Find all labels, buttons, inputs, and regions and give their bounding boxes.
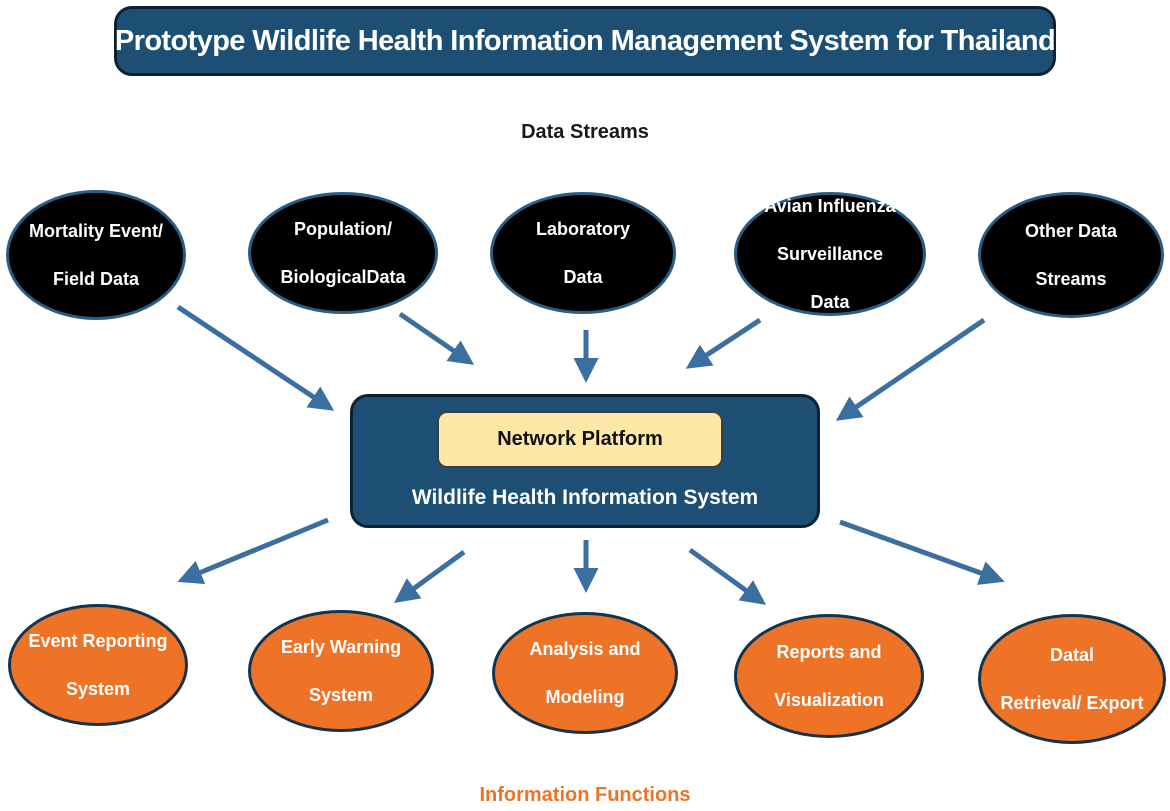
stream-population-biological: Population/ BiologicalData — [248, 192, 438, 314]
function-analysis-modeling: Analysis and Modeling — [492, 612, 678, 734]
system-label: Wildlife Health Information System — [411, 486, 759, 509]
function-early-warning: Early Warning System — [248, 610, 434, 732]
arrow-population-to-system — [398, 311, 475, 365]
stream-avian-influenza: Avian Influenza Surveillance Data — [734, 192, 926, 316]
stream-other-data: Other Data Streams — [978, 192, 1164, 318]
stream-line: Surveillance — [776, 244, 884, 264]
function-line: Visualization — [774, 690, 884, 710]
arrow-system-to-data-retrieval — [839, 519, 1005, 585]
network-platform-box: Network Platform — [437, 411, 723, 468]
stream-line: Data — [810, 292, 850, 312]
function-line: Reports and — [776, 642, 882, 662]
function-line: Retrieval/ Export — [1000, 693, 1144, 713]
stream-line: Avian Influenza — [764, 196, 896, 216]
function-reports-visualization: Reports and Visualization — [734, 614, 924, 738]
stream-line: Laboratory — [535, 219, 631, 239]
function-line: Early Warning — [280, 637, 402, 657]
stream-line: Field Data — [52, 269, 140, 289]
function-line: Modeling — [545, 687, 625, 707]
stream-line: Streams — [1035, 269, 1107, 289]
stream-line: Other Data — [1024, 221, 1118, 241]
function-line: Analysis and — [529, 639, 641, 659]
diagram-title: Prototype Wildlife Health Information Ma… — [114, 6, 1056, 76]
arrow-system-to-early-warning — [393, 549, 466, 603]
arrow-avian-to-system — [685, 317, 762, 369]
stream-laboratory: Laboratory Data — [490, 192, 676, 314]
function-line: System — [65, 679, 131, 699]
function-event-reporting: Event Reporting System — [8, 604, 188, 726]
stream-line: Data — [563, 267, 603, 287]
stream-line: Mortality Event/ — [28, 221, 164, 241]
data-streams-label: Data Streams — [521, 121, 649, 143]
function-data-retrieval-export: Datal Retrieval/ Export — [978, 614, 1166, 744]
function-line: System — [308, 685, 374, 705]
arrow-mortality-to-system — [176, 304, 335, 411]
arrow-system-to-event-reporting — [177, 517, 329, 584]
function-line: Datal — [1049, 645, 1094, 665]
stream-mortality-event: Mortality Event/ Field Data — [6, 190, 186, 320]
stream-line: BiologicalData — [280, 267, 406, 287]
arrow-system-to-reports — [688, 547, 767, 605]
information-functions-label: Information Functions — [479, 784, 691, 806]
stream-line: Population/ — [294, 219, 392, 239]
function-line: Event Reporting — [28, 631, 168, 651]
arrow-other-to-system — [835, 317, 986, 421]
